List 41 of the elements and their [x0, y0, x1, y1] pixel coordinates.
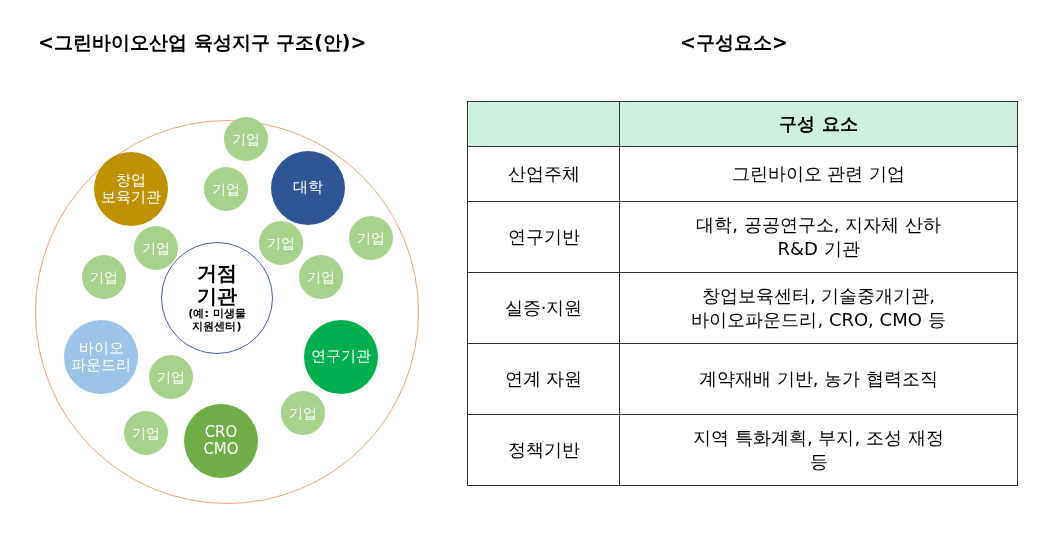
circle-label: 거점 기관 — [197, 262, 237, 309]
company-circle — [259, 221, 303, 265]
circle-label: 기업 — [132, 424, 160, 442]
row-text: 창업보육센터, 기술중개기관, 바이오파운드리, CRO, CMO 등 — [619, 272, 1018, 344]
row-text: 계약재배 기반, 농가 협력조직 — [619, 343, 1018, 415]
company-circle — [204, 167, 248, 211]
row-text: 지역 특화계획, 부지, 조성 재정 등 — [619, 414, 1018, 486]
row-heading: 연계 자원 — [467, 343, 620, 415]
company-circle — [124, 411, 168, 455]
row-heading: 산업주체 — [467, 146, 620, 202]
circle-label: 기업 — [142, 239, 170, 257]
company-circle — [134, 226, 178, 270]
company-circle — [349, 216, 393, 260]
row-heading: 실증·지원 — [467, 272, 620, 344]
diagram-title: <그린바이오산업 육성지구 구조(안)> — [38, 30, 367, 55]
circle-note: (예: 미생물 지원센터) — [187, 308, 247, 334]
company-circle — [82, 255, 126, 299]
circle-label: 기업 — [357, 229, 385, 247]
company-circle — [149, 355, 193, 399]
circle-label: 기업 — [267, 234, 295, 252]
circle-label: 기업 — [90, 268, 118, 286]
university-circle — [271, 151, 345, 225]
row-heading: 정책기반 — [467, 414, 620, 486]
section-heading: <구성요소> — [680, 30, 788, 55]
circle-label: 대학 — [293, 179, 323, 197]
table-header: 구성 요소 — [619, 101, 1018, 147]
circle-label: 바이오 파운드리 — [70, 339, 132, 375]
circle-label: 창업 보육기관 — [100, 171, 162, 207]
circle-label: 연구기관 — [311, 348, 371, 366]
circle-label: 기업 — [212, 180, 240, 198]
row-text: 그린바이오 관련 기업 — [619, 146, 1018, 202]
circle-label: CRO CMO — [202, 423, 240, 459]
circle-label: 기업 — [157, 368, 185, 386]
circle-label: 기업 — [289, 404, 317, 422]
company-circle — [299, 255, 343, 299]
row-heading: 연구기반 — [467, 201, 620, 273]
company-circle — [281, 391, 325, 435]
circle-label: 기업 — [232, 130, 260, 148]
company-circle — [224, 117, 268, 161]
row-text: 대학, 공공연구소, 지자체 산하 R&D 기관 — [619, 201, 1018, 273]
circle-label: 기업 — [307, 268, 335, 286]
